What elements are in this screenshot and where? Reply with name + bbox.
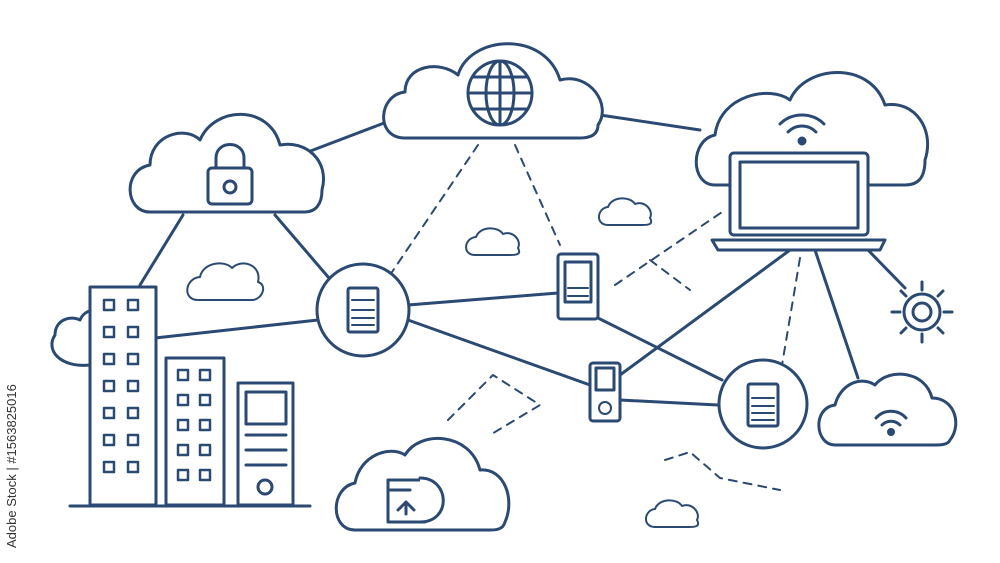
- server-node-right: [717, 358, 809, 450]
- cloud-globe: [382, 42, 604, 140]
- dashed-links: [391, 144, 801, 491]
- cloud-wifi: [817, 372, 958, 447]
- server-icon: [556, 252, 600, 321]
- tower-pc-icon: [236, 381, 295, 507]
- cloud-lock: [128, 112, 325, 214]
- small-clouds: [186, 197, 700, 528]
- wifi-icon-small: [874, 409, 908, 436]
- building-icon: [88, 285, 158, 507]
- lock-icon: [206, 143, 254, 206]
- document-icon: [386, 476, 445, 524]
- server-icon-small: [588, 361, 622, 423]
- building-icon-small: [164, 356, 226, 507]
- watermark: Adobe Stock | #1563825016: [4, 384, 19, 548]
- connection-lines: [138, 113, 907, 407]
- gear-icon: [890, 280, 954, 344]
- server-node-left: [315, 262, 411, 358]
- globe-icon: [466, 59, 534, 127]
- laptop-icon: [710, 151, 887, 252]
- wifi-icon: [778, 113, 826, 146]
